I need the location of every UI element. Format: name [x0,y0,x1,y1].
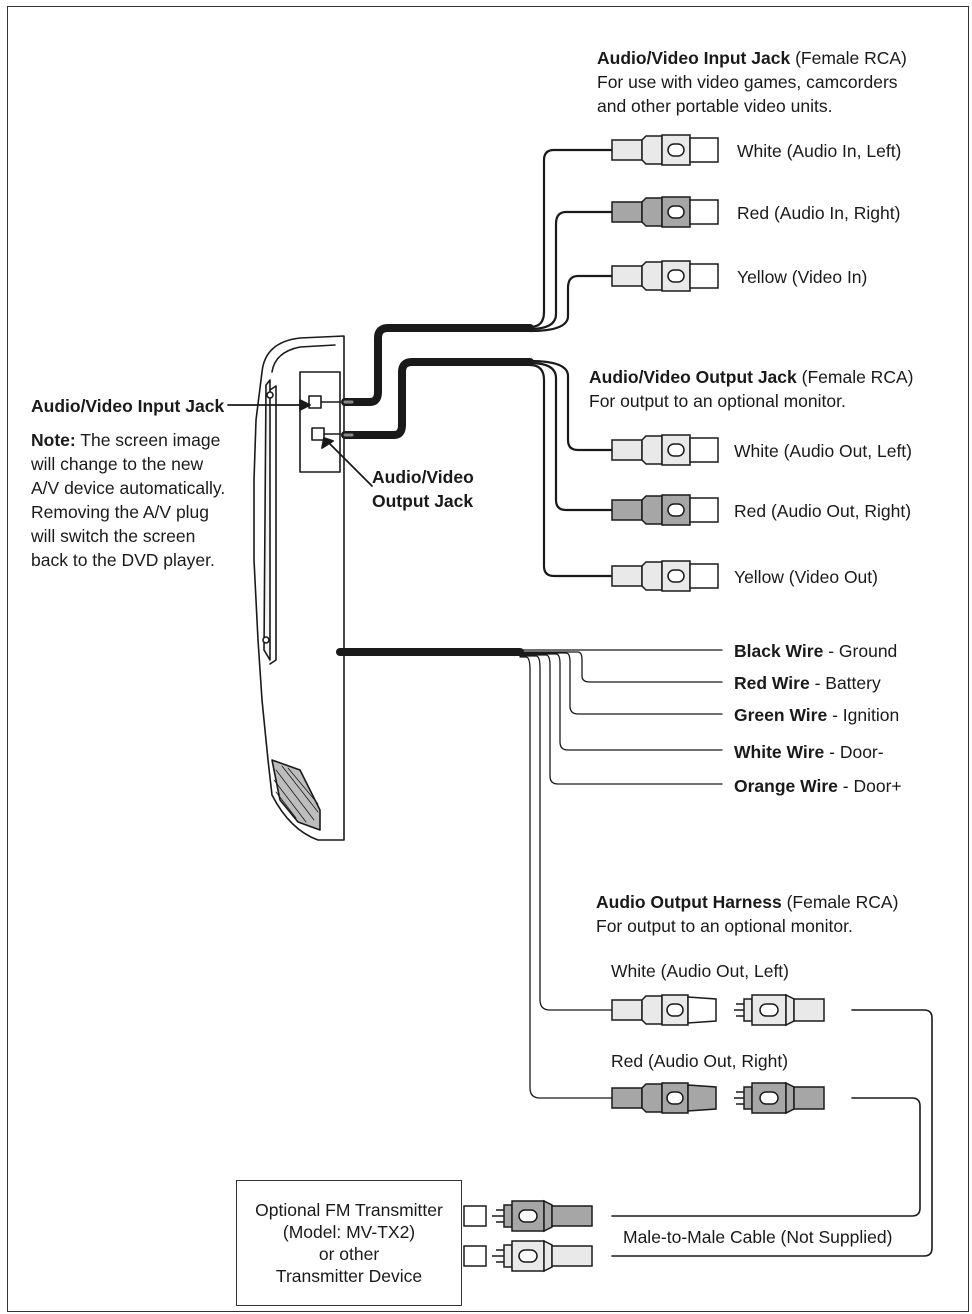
wire-label-white: White Wire - Door- [734,742,884,762]
wire-label-red: Red Wire - Battery [734,673,881,693]
left-callout-note-5: will switch the screen [31,526,196,546]
rca-output-white [611,434,719,466]
rca-connectors [463,134,825,1273]
left-callout-title: Audio/Video Input Jack [31,396,225,416]
monitor-unit [253,335,345,841]
fm-line-4: Transmitter Device [275,1266,423,1286]
av-cables [336,324,534,656]
harness-white-label: White (Audio Out, Left) [611,961,789,981]
input-white-label: White (Audio In, Left) [737,141,902,161]
rca-harness-red-jack [611,1082,717,1114]
output-white-label: White (Audio Out, Left) [734,441,912,461]
left-callout-note-3: A/V device automatically. [31,478,226,498]
av-input-jack-desc-2: and other portable video units. [597,96,833,116]
fm-transmitter-box: Optional FM Transmitter (Model: MV-TX2) … [236,1180,462,1306]
harness-red-label: Red (Audio Out, Right) [611,1051,789,1071]
left-callout-note-2: will change to the new [31,454,204,474]
audio-harness-title: Audio Output Harness (Female RCA) [596,892,899,912]
input-fanout-wires [528,148,614,333]
av-output-jack-title: Audio/Video Output Jack (Female RCA) [589,367,914,387]
wire-label-green: Green Wire - Ignition [734,705,900,725]
wire-label-orange: Orange Wire - Door+ [734,776,902,796]
output-callout-line-1: Audio/Video [372,467,474,487]
left-callout-note-6: back to the DVD player. [31,550,215,570]
rca-output-red [611,494,719,526]
rca-input-red [611,196,719,228]
rca-transmitter-plug-red [463,1199,593,1233]
power-harness-wires [519,649,723,1099]
output-yellow-label: Yellow (Video Out) [734,567,878,587]
output-red-label: Red (Audio Out, Right) [734,501,912,521]
male-male-cable [611,1009,933,1257]
av-output-jack-desc: For output to an optional monitor. [589,391,846,411]
output-fanout-wires [528,359,614,578]
cable-label: Male-to-Male Cable (Not Supplied) [623,1227,893,1247]
callout-arrows [227,399,373,487]
rca-harness-red-plug [734,1081,825,1115]
rca-harness-white-jack [611,994,717,1026]
av-input-jack-desc-1: For use with video games, camcorders [597,72,898,92]
fm-line-1: Optional FM Transmitter [255,1200,443,1220]
wire-label-black: Black Wire - Ground [734,641,898,661]
fm-line-2: (Model: MV-TX2) [282,1222,416,1242]
rca-input-yellow [611,260,719,292]
av-input-jack-title: Audio/Video Input Jack (Female RCA) [597,48,907,68]
rca-input-white [611,134,719,166]
fm-line-3: or other [318,1244,380,1264]
input-yellow-label: Yellow (Video In) [737,267,868,287]
left-callout-note-4: Removing the A/V plug [31,502,210,522]
input-red-label: Red (Audio In, Right) [737,203,901,223]
rca-transmitter-plug-white [463,1239,593,1273]
audio-harness-desc: For output to an optional monitor. [596,916,853,936]
rca-output-yellow [611,560,719,592]
left-callout-note-1: Note: The screen image [31,430,221,450]
rca-harness-white-plug [734,993,825,1027]
diagram-frame [7,6,969,1312]
output-callout-line-2: Output Jack [372,491,474,511]
